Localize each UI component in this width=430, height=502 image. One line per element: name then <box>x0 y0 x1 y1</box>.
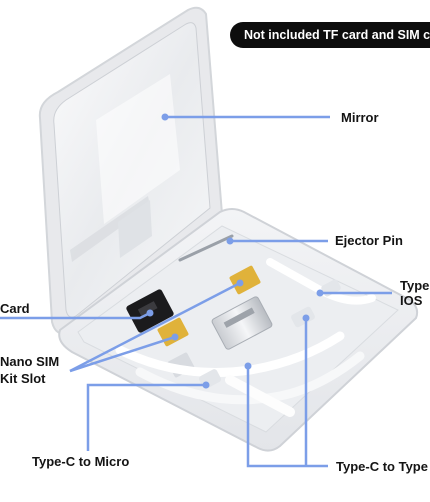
callout-type-c-type-1 <box>246 366 328 468</box>
label-type-c-to-micro: Type-C to Micro <box>32 454 130 469</box>
label-type-ios-line1: Type <box>400 278 430 293</box>
callout-nano-sim-2 <box>69 335 176 373</box>
label-nano-sim-line2: Kit Slot <box>0 371 46 386</box>
label-mirror: Mirror <box>341 110 379 125</box>
mirror-reflection <box>96 74 180 224</box>
label-tf-card: Card <box>0 301 30 316</box>
label-type-ios-line2: IOS <box>400 293 423 308</box>
callout-dots <box>146 113 324 389</box>
label-nano-sim-line1: Nano SIM <box>0 354 60 369</box>
cable <box>115 331 345 377</box>
callout-tf-card <box>0 311 151 320</box>
callout-type-c-micro <box>86 383 206 451</box>
case-lid <box>38 6 224 335</box>
callout-nano-sim-1 <box>69 281 241 373</box>
case-base <box>58 208 419 452</box>
cable <box>135 351 365 405</box>
usb-connector <box>211 296 273 350</box>
callout-lines <box>0 115 392 468</box>
label-ejector-pin: Ejector Pin <box>335 233 403 248</box>
label-type-c-to-type: Type-C to Type <box>336 459 428 474</box>
ejector-pin <box>178 234 234 262</box>
nano-sim-adapter <box>229 265 261 295</box>
notice-banner: Not included TF card and SIM c <box>230 22 430 48</box>
